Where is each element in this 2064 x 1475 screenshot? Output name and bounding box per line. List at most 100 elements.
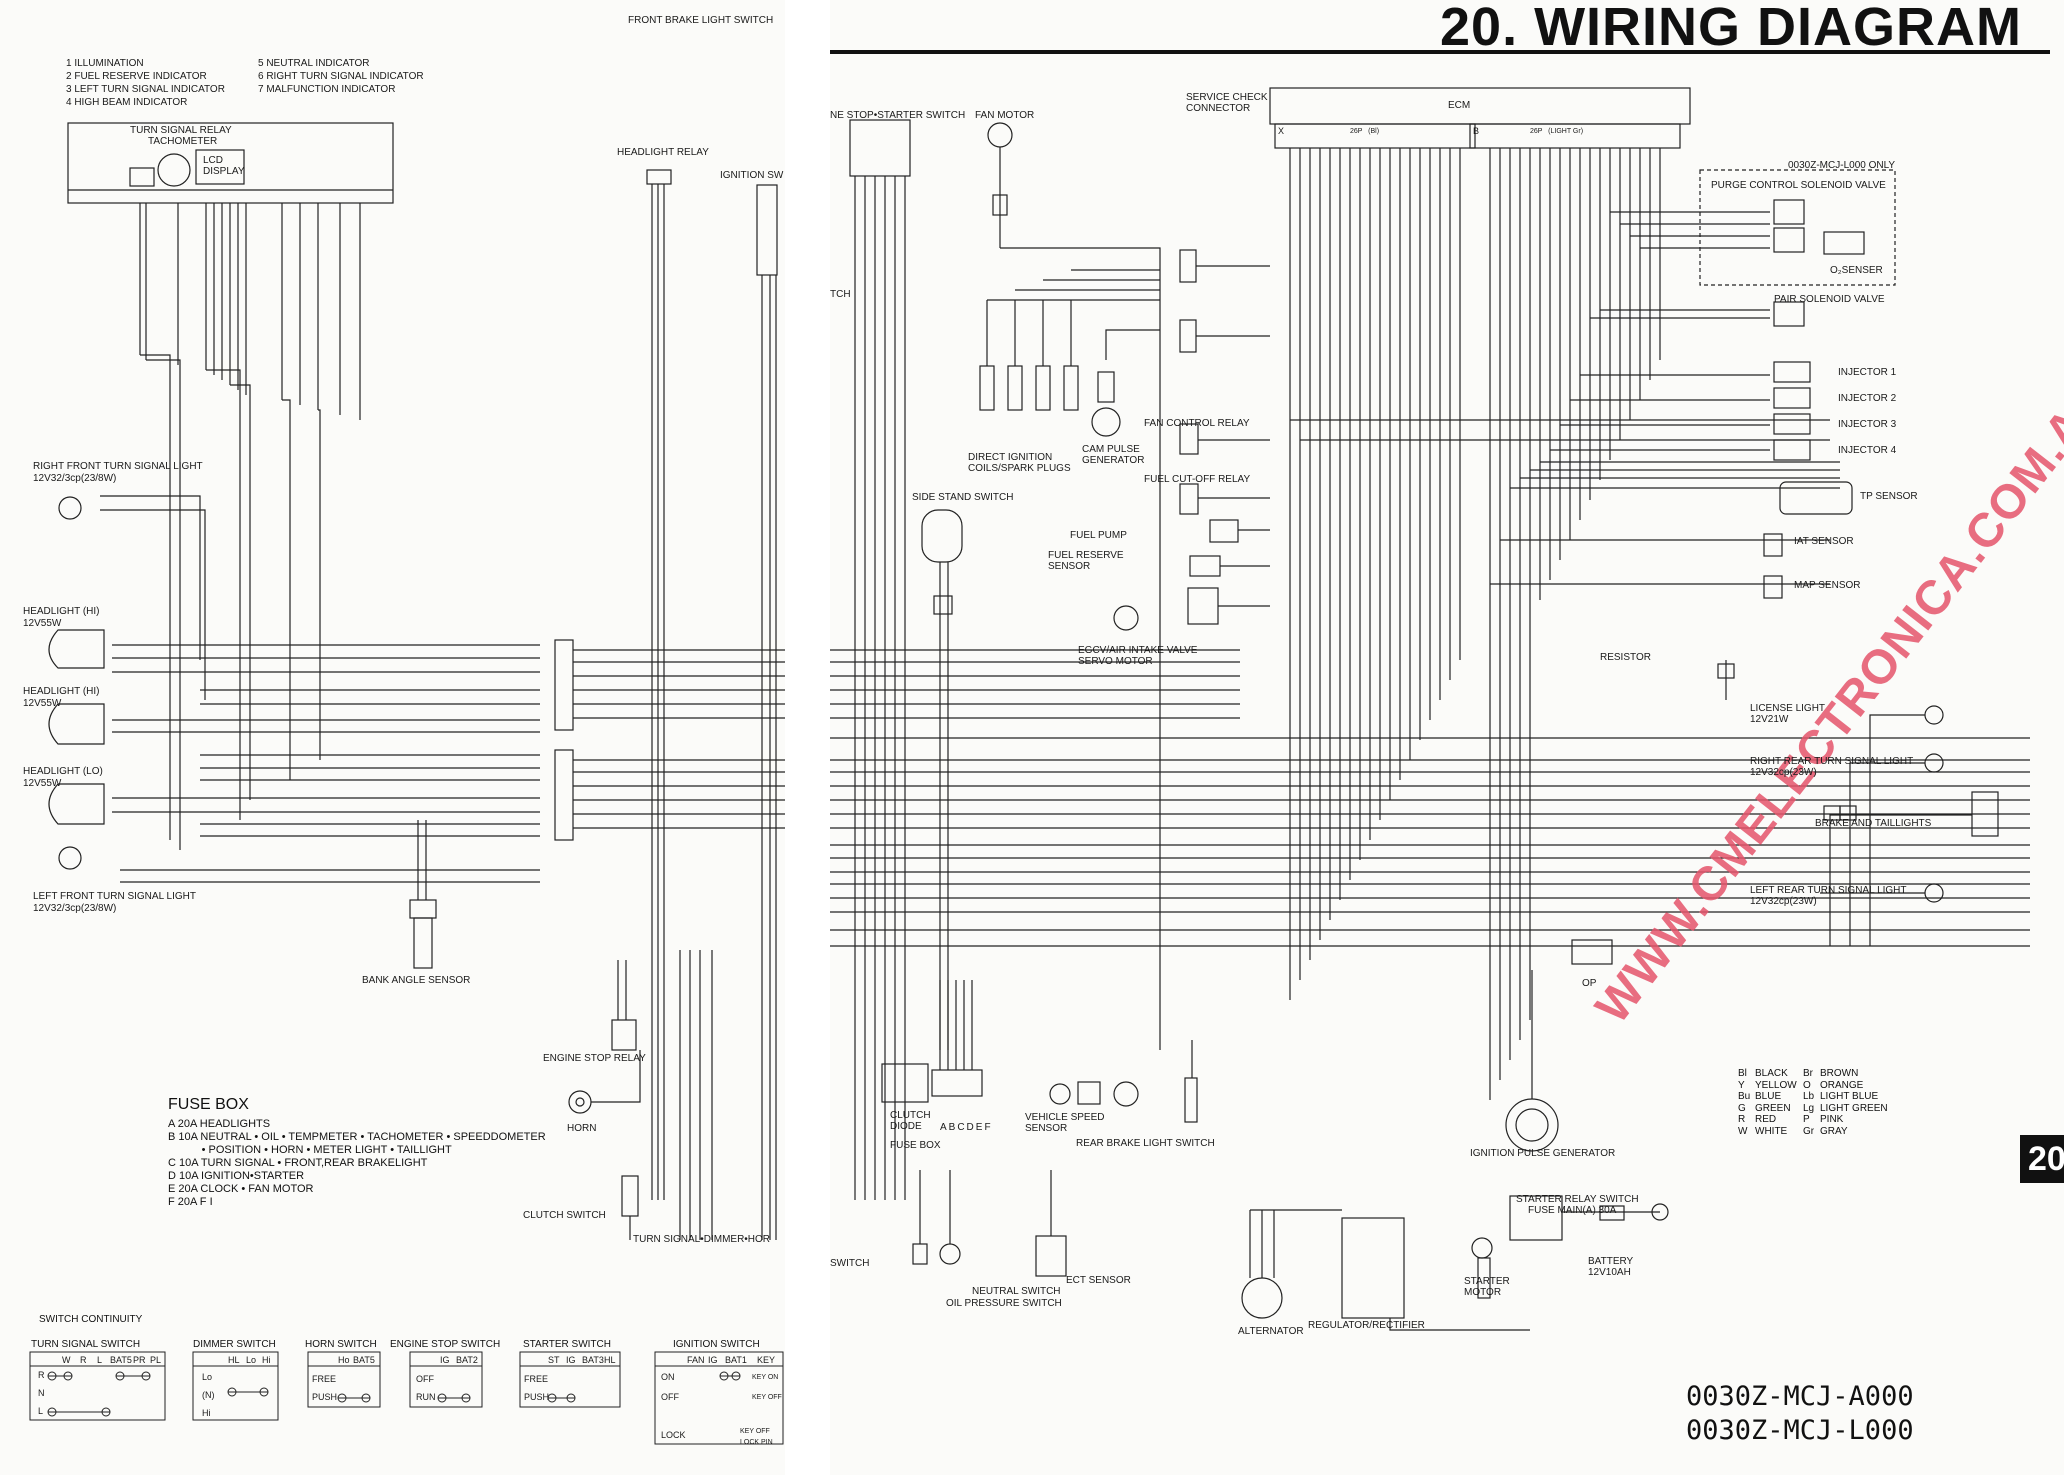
starter-col-hl: HL bbox=[604, 1355, 616, 1365]
ignition-coils bbox=[979, 269, 1160, 411]
fuel-cut-label: FUEL CUT-OFF RELAY bbox=[1144, 474, 1251, 485]
switch-tables bbox=[29, 1351, 784, 1445]
turn-col-pl: PL bbox=[150, 1355, 162, 1365]
fuse-box-label: FUSE BOX bbox=[890, 1140, 941, 1151]
legend-name-12: GRAY bbox=[1820, 1125, 1848, 1137]
tch-fragment-label: TCH bbox=[830, 289, 851, 300]
rr-turn-label: RIGHT REAR TURN SIGNAL LIGHT bbox=[1750, 756, 1914, 767]
cam-pulse-label: CAM PULSE GENERATOR bbox=[1082, 444, 1145, 466]
side-stand-label: SIDE STAND SWITCH bbox=[912, 492, 1014, 503]
horn-col-ho: Ho bbox=[338, 1355, 350, 1365]
ect-label: ECT SENSOR bbox=[1066, 1275, 1131, 1286]
engine-stop-switch-title: ENGINE STOP SWITCH bbox=[390, 1339, 501, 1350]
legend-code-1: Bl bbox=[1738, 1068, 1747, 1079]
fuse-a: A 20A HEADLIGHTS bbox=[168, 1118, 271, 1130]
conn-12p-bu bbox=[554, 749, 574, 841]
rear-brake-label: REAR BRAKE LIGHT SWITCH bbox=[1076, 1138, 1215, 1149]
engine-stop-relay-label: ENGINE STOP RELAY bbox=[543, 1053, 646, 1064]
ign-row-off: OFF bbox=[661, 1392, 679, 1402]
turn-row-r: R bbox=[38, 1370, 45, 1380]
fuse-c: C 10A TURN SIGNAL • FRONT,REAR BRAKELIGH… bbox=[168, 1157, 428, 1169]
ecm-box bbox=[1269, 87, 1691, 125]
dimmer-col-hi: Hi bbox=[262, 1355, 271, 1365]
legend-name-5: RED bbox=[1755, 1114, 1777, 1125]
turn-col-w: W bbox=[62, 1355, 71, 1365]
clutch-label: CLUTCH SWITCH bbox=[523, 1210, 606, 1221]
dimmer-row-n: (N) bbox=[202, 1390, 215, 1400]
neutral-label: NEUTRAL SWITCH bbox=[972, 1286, 1061, 1297]
ignition-sw-label: IGNITION SW bbox=[720, 170, 784, 181]
injector-1-label: INJECTOR 1 bbox=[1838, 367, 1897, 378]
legend-code-4: G bbox=[1738, 1102, 1746, 1114]
legend-name-8: ORANGE bbox=[1820, 1079, 1864, 1091]
turn-col-pr: PR bbox=[133, 1355, 146, 1365]
legend-code-5: R bbox=[1738, 1114, 1746, 1125]
dimmer-col-hl: HL bbox=[228, 1355, 240, 1365]
turn-relay-label: TURN SIGNAL RELAY bbox=[130, 125, 232, 136]
vss-label: VEHICLE SPEED SENSOR bbox=[1025, 1112, 1105, 1134]
pair-label: PAIR SOLENOID VALVE bbox=[1774, 294, 1885, 305]
fuse-box-heading: FUSE BOX bbox=[168, 1096, 249, 1113]
rf-turn-label: RIGHT FRONT TURN SIGNAL LIGHT bbox=[33, 461, 203, 472]
ecm-y-conn: 26P (LIGHT Gr) bbox=[1530, 128, 1584, 135]
battery-label: BATTERY 12V10AH bbox=[1588, 1256, 1634, 1278]
estop-row-run: RUN bbox=[416, 1392, 436, 1402]
ecm-x-conn: 26P (Bl) bbox=[1350, 128, 1380, 135]
clutch-diode-label: CLUTCH DIODE bbox=[890, 1110, 931, 1132]
legend-code-11: P bbox=[1803, 1114, 1810, 1125]
meter-indicator-7: 7 MALFUNCTION INDICATOR bbox=[258, 84, 396, 95]
meter-indicator-2: 2 FUEL RESERVE INDICATOR bbox=[66, 71, 207, 82]
model-code-2: 0030Z-MCJ-L000 bbox=[1686, 1415, 1914, 1446]
engine-stop-starter-label: NE STOP•STARTER SWITCH bbox=[830, 110, 966, 121]
legend-code-9: Lb bbox=[1803, 1091, 1815, 1102]
legend-code-3: Bu bbox=[1738, 1091, 1751, 1102]
left-page: FRONT BRAKE LIGHT SWITCH 1 ILLUMINATION … bbox=[0, 0, 785, 1475]
bank-angle-label: BANK ANGLE SENSOR bbox=[362, 975, 471, 986]
legend-name-9: LIGHT BLUE bbox=[1820, 1091, 1879, 1102]
map-sensor-label: MAP SENSOR bbox=[1794, 580, 1861, 591]
turn-col-bat5: BAT5 bbox=[110, 1355, 132, 1365]
ecm-y-label: B bbox=[1473, 126, 1480, 136]
horn-col-bat5: BAT5 bbox=[353, 1355, 375, 1365]
oil-pressure-label: OIL PRESSURE SWITCH bbox=[946, 1298, 1062, 1309]
legend-name-4: GREEN bbox=[1755, 1102, 1791, 1114]
ign-col-key: KEY bbox=[757, 1355, 776, 1365]
ign-note-off: KEY OFF bbox=[752, 1394, 782, 1401]
fuse-d: D 10A IGNITION•STARTER bbox=[168, 1170, 305, 1182]
ign-col-bat1: BAT1 bbox=[725, 1355, 747, 1365]
turn-row-l: L bbox=[38, 1406, 44, 1416]
model-code-1: 0030Z-MCJ-A000 bbox=[1686, 1381, 1914, 1412]
switch-continuity-heading: SWITCH CONTINUITY bbox=[39, 1314, 143, 1325]
hl-lo-spec: 12V55W bbox=[23, 778, 62, 789]
legend-code-2: Y bbox=[1738, 1079, 1745, 1091]
right-wiring-svg bbox=[830, 50, 2050, 1331]
legend-name-7: BROWN bbox=[1820, 1068, 1859, 1079]
starter-col-ig: IG bbox=[566, 1355, 576, 1365]
ignition-switch-title: IGNITION SWITCH bbox=[673, 1339, 760, 1350]
meter-indicator-6: 6 RIGHT TURN SIGNAL INDICATOR bbox=[258, 71, 424, 82]
page-gutter bbox=[785, 0, 830, 1475]
switch-fragment-label: SWITCH bbox=[830, 1258, 870, 1269]
brake-tail-label: BRAKE AND TAILLIGHTS bbox=[1815, 818, 1932, 829]
conn-12p-gr bbox=[554, 639, 574, 731]
legend-name-10: LIGHT GREEN bbox=[1820, 1102, 1888, 1114]
purge-label: PURGE CONTROL SOLENOID VALVE bbox=[1711, 180, 1886, 191]
fuse-b-cont: • POSITION • HORN • METER LIGHT • TAILLI… bbox=[168, 1144, 452, 1156]
starter-col-st: ST bbox=[548, 1355, 560, 1365]
estop-row-off: OFF bbox=[416, 1374, 434, 1384]
lcd-label: LCD DISPLAY bbox=[203, 155, 245, 177]
lf-turn-spec: 12V32/3cp(23/8W) bbox=[33, 903, 117, 914]
injector-3-label: INJECTOR 3 bbox=[1838, 419, 1897, 430]
fuse-b: B 10A NEUTRAL • OIL • TEMPMETER • TACHOM… bbox=[168, 1131, 546, 1143]
estop-col-ig: IG bbox=[440, 1355, 450, 1365]
service-check-label: SERVICE CHECK CONNECTOR bbox=[1186, 92, 1268, 114]
resistor-label: RESISTOR bbox=[1600, 652, 1651, 663]
page-title: 20. WIRING DIAGRAM bbox=[1440, 0, 2023, 57]
fuse-letters: ABCDEF bbox=[940, 1122, 993, 1133]
legend-name-1: BLACK bbox=[1755, 1068, 1788, 1079]
fuse-e: E 20A CLOCK • FAN MOTOR bbox=[168, 1183, 314, 1195]
turn-dimmer-label: TURN SIGNAL•DIMMER•HOR bbox=[633, 1234, 771, 1245]
legend-name-3: BLUE bbox=[1755, 1091, 1782, 1102]
iat-sensor-label: IAT SENSOR bbox=[1794, 536, 1854, 547]
rf-turn-spec: 12V32/3cp(23/8W) bbox=[33, 473, 117, 484]
